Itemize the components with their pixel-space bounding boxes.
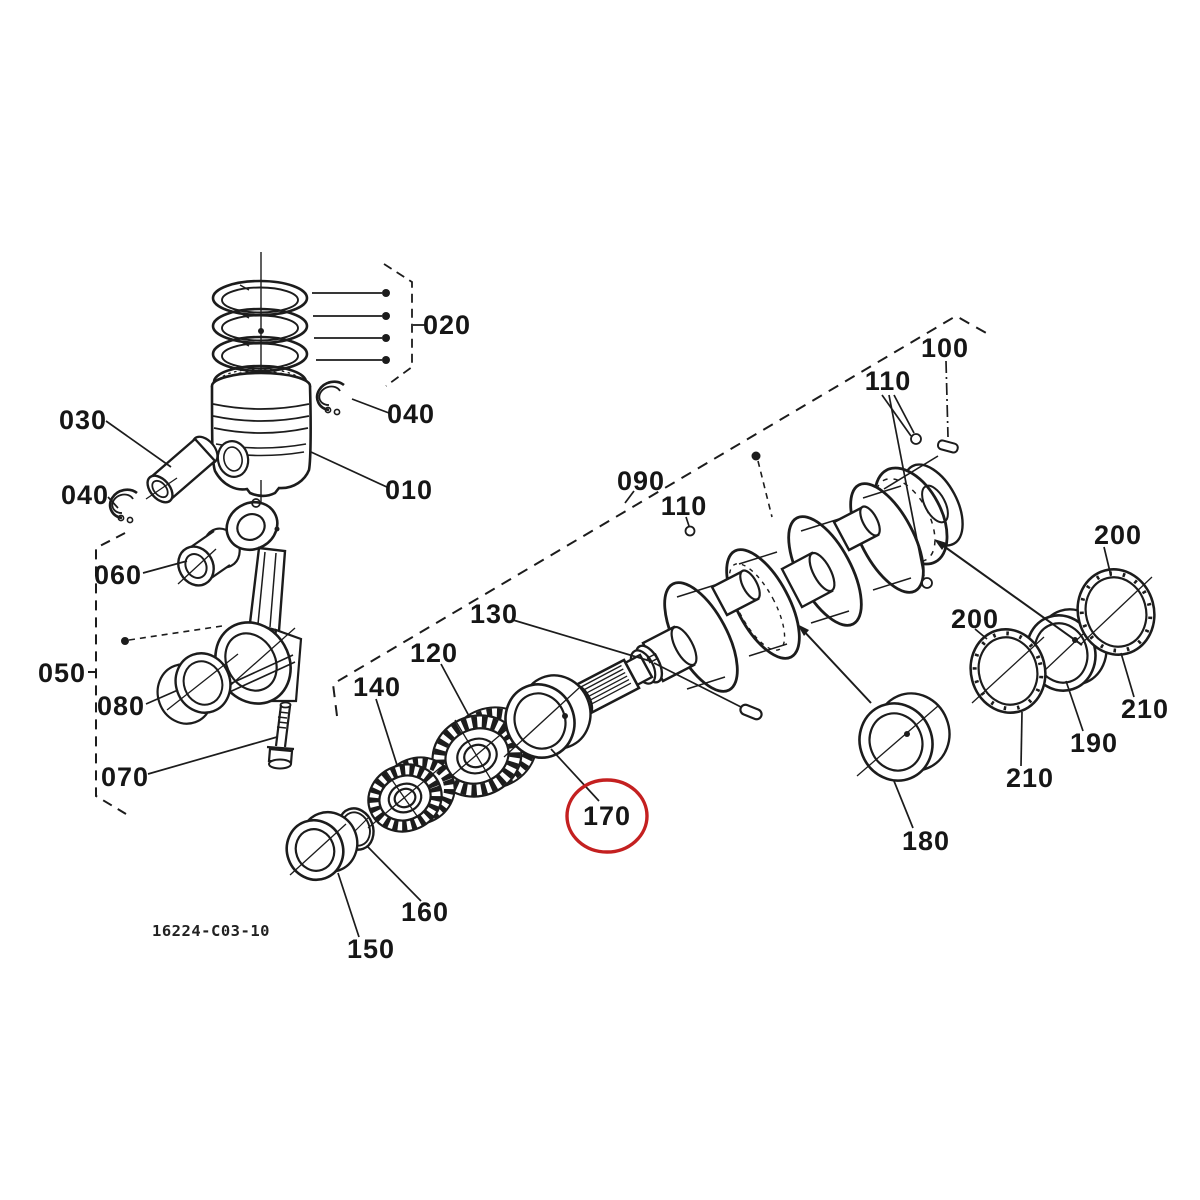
feather-key-drawing [739,703,763,721]
callout-labels: 020 040 010 030 040 060 050 080 070 090 … [38,310,1169,964]
thrust-washer-left-drawing [969,628,1047,714]
woodruff-key-drawing [936,439,959,454]
callout-180[interactable]: 180 [902,826,950,856]
rod-bearing-drawing [156,652,239,725]
callout-020[interactable]: 020 [423,310,471,340]
callout-110-top[interactable]: 110 [865,366,912,396]
callout-100[interactable]: 100 [921,333,969,363]
leader-lines [88,263,1135,938]
callout-150[interactable]: 150 [347,934,395,964]
callout-170-highlighted[interactable]: 170 [583,801,631,831]
callout-110-left[interactable]: 110 [661,491,708,521]
callout-210-right[interactable]: 210 [1121,694,1169,724]
rod-bolt-drawing [266,701,295,770]
callout-040-left[interactable]: 040 [61,480,109,510]
callout-030[interactable]: 030 [59,405,107,435]
piston-pin-drawing [145,435,219,504]
callout-010[interactable]: 010 [385,475,433,505]
callout-120[interactable]: 120 [410,638,458,668]
circlip-left-drawing [108,488,138,524]
idler-gear-drawing [367,756,456,833]
callout-080[interactable]: 080 [97,691,145,721]
callout-190[interactable]: 190 [1070,728,1118,758]
callout-090[interactable]: 090 [617,466,665,496]
callout-160[interactable]: 160 [401,897,449,927]
small-end-bushing-drawing [177,527,241,587]
collar-bushing-drawing [285,811,359,882]
main-bearing-front-drawing [503,674,592,759]
main-bearing-rear-drawing [856,692,951,782]
callout-060[interactable]: 060 [94,560,142,590]
circlip-right-drawing [315,380,345,416]
callout-040-right[interactable]: 040 [387,399,435,429]
drawing-number: 16224-C03-10 [152,922,270,940]
piston-drawing [210,371,312,503]
highlight-circle [565,778,649,854]
callout-140[interactable]: 140 [353,672,401,702]
callout-070[interactable]: 070 [101,762,149,792]
thrust-washer-right-drawing [1076,568,1156,656]
callout-050[interactable]: 050 [38,658,86,688]
callout-210-left[interactable]: 210 [1006,763,1054,793]
callout-200-right[interactable]: 200 [1094,520,1142,550]
dowel-pin-icons [684,433,933,589]
callout-200-left[interactable]: 200 [951,604,999,634]
connecting-rod-drawing [213,498,303,705]
callout-130[interactable]: 130 [470,599,518,629]
